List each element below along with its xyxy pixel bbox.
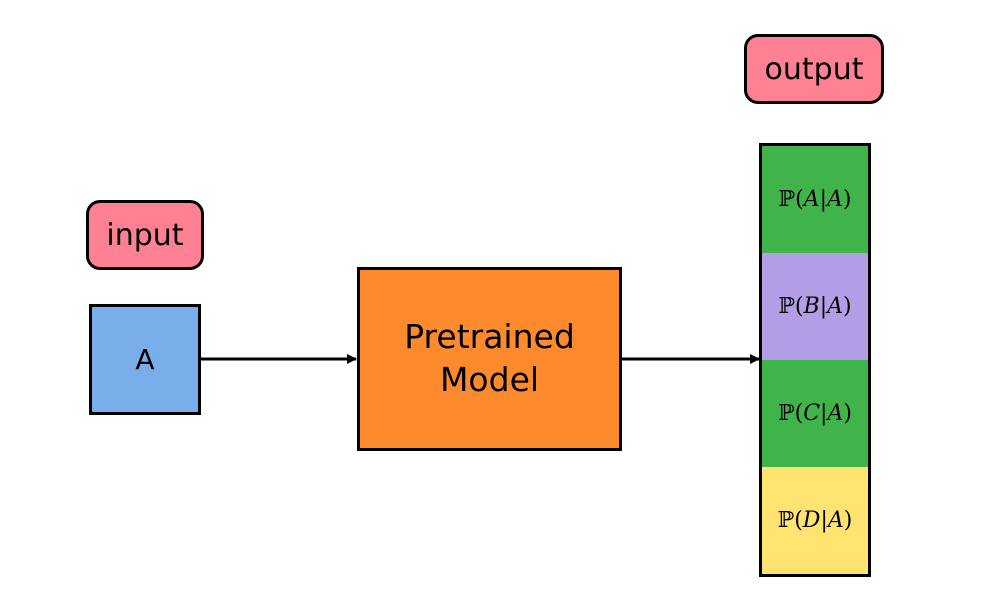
input-token-box: A [89,304,201,415]
output-tag: output [744,34,884,104]
output-tag-label: output [764,51,864,87]
pretrained-model-box: Pretrained Model [357,267,622,451]
model-label-line1: Pretrained [404,317,575,357]
input-token-label: A [135,343,155,376]
output-cell-b: ℙ(B|A) [762,253,868,360]
output-cell-a: ℙ(A|A) [762,146,868,253]
output-cell-c: ℙ(C|A) [762,360,868,467]
input-tag: input [86,200,204,270]
output-distribution: ℙ(A|A) ℙ(B|A) ℙ(C|A) ℙ(D|A) [759,143,871,577]
model-label-line2: Model [439,360,540,399]
output-cell-d: ℙ(D|A) [762,467,868,574]
input-tag-label: input [106,217,184,253]
